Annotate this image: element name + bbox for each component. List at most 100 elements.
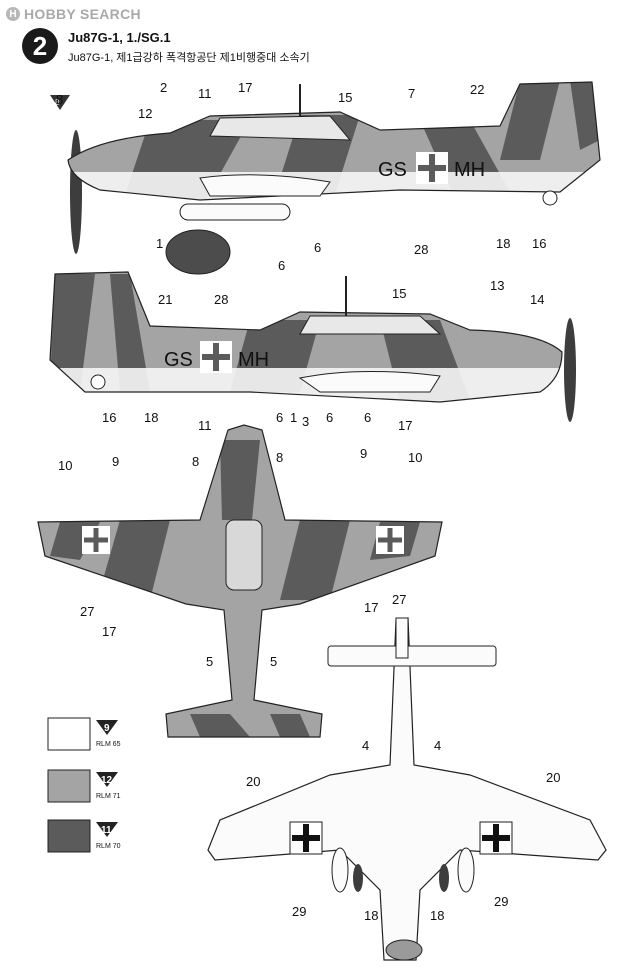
callout-label: 8: [192, 454, 199, 469]
code-letters-left-prefix: GS: [378, 159, 407, 181]
callout-label: 27: [392, 592, 406, 607]
gun-pod-right: [439, 864, 449, 892]
callout-label: 29: [494, 894, 508, 909]
callout-label: 1: [156, 236, 163, 251]
callout-label: 27: [80, 604, 94, 619]
callout-label: 17: [102, 624, 116, 639]
underwing-cross-left: [289, 821, 323, 855]
svg-text:8: 8: [55, 98, 60, 107]
callout-label: 17: [238, 80, 252, 95]
callout-label: 29: [292, 904, 306, 919]
swatch-name: RLM 71: [96, 793, 121, 800]
tailplane: [327, 645, 497, 667]
canopy: [209, 115, 352, 141]
scheme-number-badge: 2: [22, 28, 58, 64]
scheme-title: Ju87G-1, 1./SG.1: [68, 30, 171, 45]
callout-label: 5: [206, 654, 213, 669]
cockpit-canopy: [225, 519, 263, 591]
propeller-blades: [564, 318, 576, 422]
callout-label: 7: [408, 86, 415, 101]
color-legend: 9 RLM 65 12 RLM 71 11 RLM 70: [47, 717, 121, 853]
callout-label: 18: [430, 908, 444, 923]
swatch-name: RLM 65: [96, 741, 121, 748]
callout-label: 2: [160, 80, 167, 95]
side-view-left: GS MH 8: [50, 81, 601, 275]
tail-wheel: [90, 374, 106, 390]
callouts-side-right: 21 28 15 13 14 16 18 6 1 3 6 6 17: [102, 278, 544, 433]
swatch-rlm70: 11 RLM 70: [47, 819, 121, 853]
callout-label: 20: [546, 770, 560, 785]
callout-label: 16: [532, 236, 546, 251]
callout-label: 28: [414, 242, 428, 257]
cannon-pod-left: [331, 847, 349, 893]
top-view: [37, 424, 443, 738]
callout-label: 21: [158, 292, 172, 307]
callout-label: 18: [496, 236, 510, 251]
callout-label: 13: [490, 278, 504, 293]
swatch-name: RLM 70: [96, 843, 121, 850]
callout-label: 8: [56, 92, 63, 107]
cannon-pod-right: [457, 847, 475, 893]
callouts-side-left: 2 11 17 15 7 22 12 8 1 6 6 28 18 16: [56, 80, 546, 273]
code-letters-right-prefix: GS: [164, 349, 193, 371]
cannon-pod: [179, 203, 291, 221]
bottom-view: [207, 617, 607, 961]
underwing-cross-right: [479, 821, 513, 855]
callout-label: 17: [364, 600, 378, 615]
wing-cross-left: [82, 526, 110, 554]
wing-root: [298, 370, 441, 393]
callout-label: 6: [314, 240, 321, 255]
swatch-number: 9: [104, 723, 110, 734]
callout-label: 6: [326, 410, 333, 425]
callout-label: 14: [530, 292, 544, 307]
swatch-rlm65: 9 RLM 65: [47, 717, 121, 751]
callout-label: 15: [392, 286, 406, 301]
tail-wheel: [542, 190, 558, 206]
gun-pod-left: [353, 864, 363, 892]
scheme-subtitle: Ju87G-1, 제1급강하 폭격항공단 제1비행중대 소속기: [68, 52, 310, 64]
callout-label: 1: [290, 410, 297, 425]
callout-label: 15: [338, 90, 352, 105]
callout-label: 11: [198, 418, 212, 433]
propeller-spinner: [385, 939, 423, 961]
callout-label: 20: [246, 774, 260, 789]
swatch-number: 12: [101, 775, 113, 786]
rudder: [395, 617, 409, 659]
callout-label: 6: [364, 410, 371, 425]
gun-pod-fairing: [165, 229, 231, 275]
swatch-rlm71: 12 RLM 71: [47, 769, 121, 803]
watermark: H HOBBY SEARCH: [6, 6, 141, 22]
callout-label: 18: [144, 410, 158, 425]
callout-label: 4: [434, 738, 441, 753]
callout-label: 18: [364, 908, 378, 923]
callout-label: 28: [214, 292, 228, 307]
code-letters-left-suffix: MH: [454, 159, 485, 181]
canopy: [299, 315, 442, 335]
swatch-number: 11: [101, 825, 112, 836]
wing-root: [199, 174, 331, 197]
callout-label: 10: [58, 458, 72, 473]
callout-label: 6: [278, 258, 285, 273]
callout-label: 9: [360, 446, 367, 461]
callout-label: 22: [470, 82, 484, 97]
callouts-bottom: 4 4 20 20 29 18 18 29: [246, 738, 560, 923]
wing-cross-right: [376, 526, 404, 554]
balkenkreuz-right: [200, 341, 232, 373]
watermark-text: HOBBY SEARCH: [24, 6, 141, 22]
callouts-top: 11 10 9 8 8 9 10 27 17 5 5 17 27: [58, 418, 422, 669]
callout-label: 9: [112, 454, 119, 469]
swatch-triangle-icon: [96, 822, 118, 837]
callout-label: 11: [198, 86, 212, 101]
code-letters-right-suffix: MH: [238, 349, 269, 371]
callout-label: 8: [276, 450, 283, 465]
callout-label: 4: [362, 738, 369, 753]
balkenkreuz-left: [416, 152, 448, 184]
watermark-logo-icon: H: [6, 7, 20, 21]
marker-triangle-icon: [50, 95, 70, 110]
swatch-triangle-icon: [96, 720, 118, 735]
swatch-triangle-icon: [96, 772, 118, 787]
propeller-blades: [70, 130, 82, 254]
callout-label: 12: [138, 106, 152, 121]
callout-label: 6: [276, 410, 283, 425]
